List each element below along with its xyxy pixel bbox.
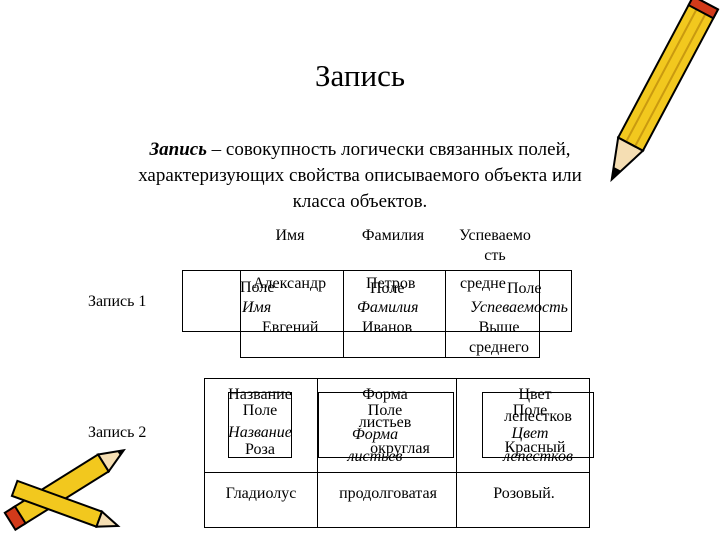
- field-name: Успеваемость: [470, 299, 568, 316]
- table1-header-surname: Фамилия: [361, 227, 425, 244]
- table-cell: [316, 472, 458, 528]
- field-label: Поле: [240, 279, 275, 296]
- field-name: листьев: [347, 448, 403, 465]
- column-header: Цвет: [518, 386, 552, 403]
- cell-value: Гладиолус: [225, 485, 297, 502]
- field-box: [482, 392, 594, 458]
- field-label: Поле: [367, 402, 403, 419]
- field-label: Поле: [512, 402, 548, 419]
- cell-value: Выше среднего: [469, 319, 529, 356]
- field-box: [318, 392, 454, 458]
- page-title: Запись: [315, 58, 405, 93]
- cell-value: Евгений: [262, 319, 319, 336]
- cell-value: Красный: [504, 439, 566, 456]
- field-name: Форма: [351, 426, 399, 443]
- definition-body: – совокупность логически связанных полей…: [138, 139, 582, 212]
- record-1-table: [240, 270, 540, 358]
- cell-value: Розовый.: [493, 485, 555, 502]
- cell-value: округлая: [370, 440, 430, 457]
- definition-text: Запись – совокупность логически связанны…: [110, 137, 610, 215]
- column-header: Форма: [362, 386, 408, 403]
- table1-header-name: Имя: [275, 227, 305, 244]
- table-cell: [456, 472, 590, 528]
- field-name: Имя: [242, 299, 272, 316]
- cell-value: Иванов: [362, 319, 413, 336]
- definition-term: Запись: [149, 139, 207, 160]
- field-name: Фамилия: [357, 299, 419, 316]
- cell-value: средне: [460, 275, 506, 292]
- cell-value: Александр: [253, 275, 327, 292]
- table1-header-progress: Успеваемо сть: [459, 227, 531, 264]
- column-header: Название: [228, 386, 292, 403]
- cell-value: лепестков: [504, 408, 572, 425]
- pencil-icon: [610, 0, 720, 183]
- table-cell: [445, 270, 540, 358]
- cell-value: Роза: [245, 441, 275, 458]
- field-label: Поле: [242, 402, 278, 419]
- cell-value: Петров: [366, 275, 416, 292]
- pencil-icon: [3, 448, 126, 532]
- record-1-label: Запись 1: [88, 293, 147, 310]
- field-name: Цвет: [511, 425, 549, 442]
- cell-value: продолговатая: [339, 485, 437, 502]
- field-box: [228, 392, 292, 458]
- table-cell: [204, 472, 318, 528]
- table-cell: [240, 270, 344, 358]
- field-label: Поле: [507, 280, 542, 297]
- field-name: лепестков: [503, 448, 573, 465]
- field-label: Поле: [370, 280, 405, 297]
- field-box: [182, 270, 572, 332]
- field-name: Название: [228, 424, 292, 441]
- cell-value: листьев: [358, 414, 412, 431]
- record-2-label: Запись 2: [88, 424, 147, 441]
